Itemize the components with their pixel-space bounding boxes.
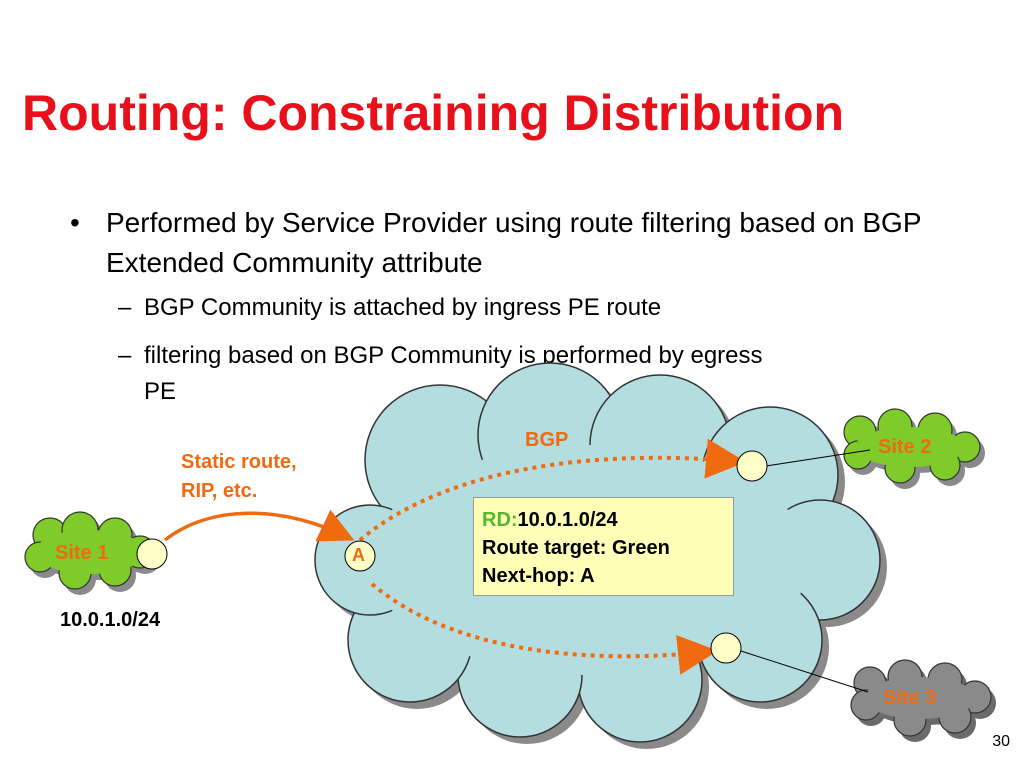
bgp-arrow-to-site3 [370, 582, 718, 675]
sub-bullet-2-continuation: PE [144, 378, 177, 405]
site2-label: Site 2 [878, 436, 932, 458]
pe-router-site2 [736, 450, 768, 482]
sub-bullet-marker: – [118, 294, 132, 321]
pe-router-a [344, 540, 376, 572]
bgp-arrow-to-site2 [358, 438, 746, 542]
rd-key: RD: [482, 509, 518, 531]
route-target-line: Route target: Green [482, 537, 670, 559]
site1-prefix: 10.0.1.0/24 [60, 609, 161, 631]
node-a-label: A [352, 545, 365, 565]
sub-bullet-1-text: BGP Community is attached by ingress PE … [144, 294, 662, 321]
rd-line: RD:10.0.1.0/24 [482, 506, 733, 534]
static-route-label: Static route, RIP, etc. [181, 448, 297, 506]
site3-cloud [850, 659, 996, 742]
static-route-line1: Static route, [181, 451, 297, 473]
pe-router-site3 [710, 632, 742, 664]
page-number: 30 [992, 733, 1010, 750]
link-pe-site2 [765, 449, 871, 467]
static-route-arrow [163, 509, 355, 542]
sub-bullet-marker: – [118, 342, 132, 369]
static-route-line2: RIP, etc. [181, 480, 258, 502]
sub-bullet-2-text: filtering based on BGP Community is perf… [144, 342, 763, 369]
route-info-box: RD:10.0.1.0/24 Route target: Green Next-… [473, 497, 734, 596]
site3-label: Site 3 [883, 687, 937, 709]
slide-title: Routing: Constraining Distribution [22, 85, 845, 141]
ce-router-site1 [136, 538, 168, 570]
bgp-label: BGP [525, 429, 569, 451]
link-pe-site3 [740, 650, 869, 693]
bullet-marker: • [70, 207, 80, 238]
rd-value: 10.0.1.0/24 [517, 509, 618, 531]
site2-cloud [843, 408, 985, 489]
site1-label: Site 1 [55, 542, 109, 564]
next-hop-line: Next-hop: A [482, 565, 595, 587]
bullet-main-text: Performed by Service Provider using rout… [106, 207, 922, 278]
